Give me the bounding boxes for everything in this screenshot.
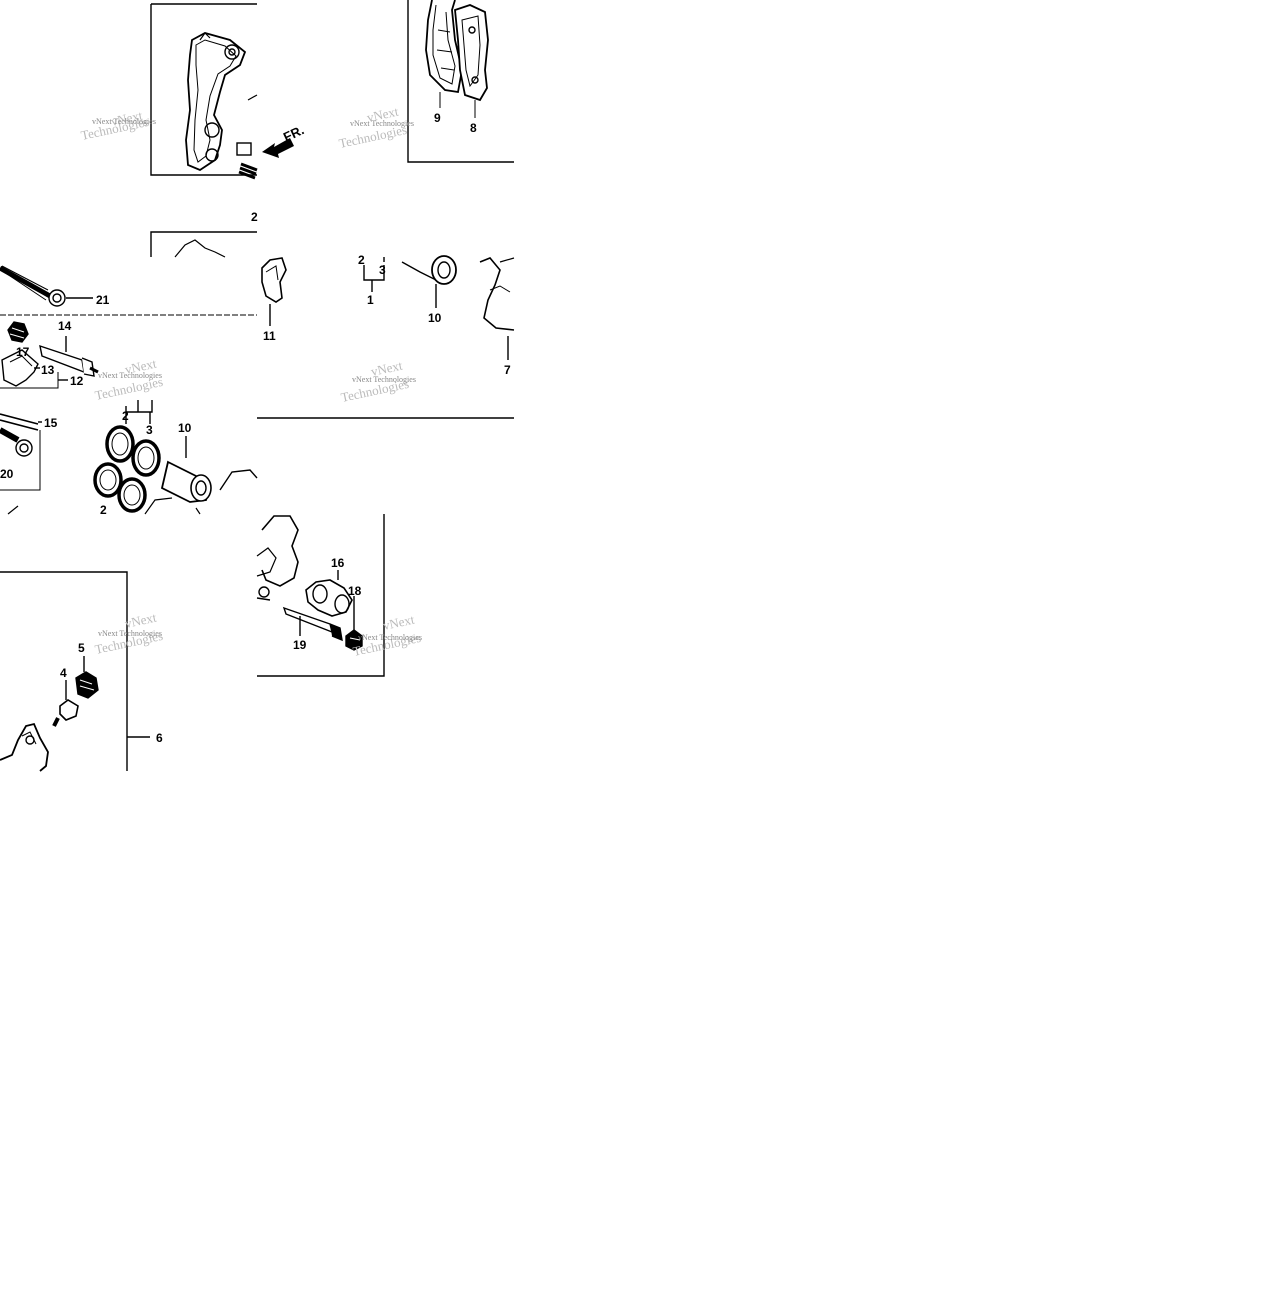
pad-spring-13 (1, 349, 40, 387)
callout-number: 9 (434, 111, 441, 125)
callout-number: 7 (504, 363, 511, 377)
callout-number: 14 (58, 319, 72, 333)
callout-number: 17 (16, 345, 30, 359)
callout-number: 18 (348, 584, 362, 598)
pin-bolt-19 (282, 606, 343, 642)
callout-number: 1 (367, 293, 374, 307)
tile-caliper-pins (0, 231, 258, 515)
pin-boot-18 (345, 596, 363, 651)
tile-brake-pads (407, 0, 514, 163)
svg-text:vNext: vNext (124, 356, 159, 377)
caliper-bracket (185, 32, 247, 172)
tile-pin-bushing (256, 514, 385, 677)
callout-number: 3 (146, 423, 153, 437)
svg-text:vNext: vNext (382, 612, 417, 633)
bolt-21 (0, 265, 93, 307)
callout-number: 10 (428, 311, 442, 325)
frame-line (0, 571, 128, 771)
bushing-16 (305, 570, 353, 617)
piston-10-center (401, 255, 457, 308)
callout-number: 4 (60, 666, 67, 680)
slide-pin-14 (39, 336, 99, 377)
callout-number: 2 (358, 253, 365, 267)
pad-clip-11 (261, 257, 287, 326)
svg-text:vNext: vNext (370, 358, 405, 379)
svg-text:vNext: vNext (110, 108, 145, 129)
caliper-body-corner (0, 722, 49, 772)
callout-number: 3 (379, 263, 386, 277)
callout-number: 8 (470, 121, 477, 135)
brake-pad-inner (425, 0, 463, 94)
callout-number: 21 (96, 293, 110, 307)
svg-text:vNext Technologies: vNext Technologies (98, 629, 162, 638)
piston-seals (93, 400, 161, 513)
brake-pad-outer (454, 4, 489, 102)
callout-number: 2 (251, 210, 258, 224)
tile-caddy-bracket (150, 3, 258, 180)
callout-number: 12 (70, 374, 84, 388)
callout-number: 11 (263, 329, 276, 343)
frame-line (150, 4, 257, 176)
svg-text:vNext: vNext (124, 610, 159, 631)
bolt-20 (0, 427, 41, 491)
pad-shim (256, 515, 299, 601)
bleeder-cap-5 (75, 656, 99, 699)
svg-text:vNext Technologies: vNext Technologies (352, 375, 416, 384)
callout-number: 5 (78, 641, 85, 655)
callout-number: 2 (122, 409, 129, 423)
bracket-bolt (236, 142, 258, 180)
svg-text:vNext Technologies: vNext Technologies (350, 119, 414, 128)
frame-line (407, 0, 514, 163)
pin-15 (0, 413, 42, 431)
callout-number: 19 (293, 638, 307, 652)
tile-bleeder (0, 571, 150, 772)
bleeder-screw-4 (52, 680, 79, 727)
svg-text:vNext Technologies: vNext Technologies (358, 633, 422, 642)
piston-10 (160, 436, 212, 503)
callout-number: 15 (44, 416, 58, 430)
callout-number: 20 (0, 467, 14, 481)
svg-text:vNext Technologies: vNext Technologies (92, 117, 156, 126)
callout-number: 6 (156, 731, 163, 745)
callout-number: 10 (178, 421, 192, 435)
callout-number: 16 (331, 556, 345, 570)
frame-line (150, 231, 257, 257)
tile-caliper-body (257, 255, 515, 419)
caliper-body-7 (479, 257, 515, 360)
svg-text:vNext: vNext (366, 104, 401, 125)
pin-boot-17 (7, 321, 29, 343)
callout-number: 13 (41, 363, 55, 377)
callout-number: 2 (100, 503, 107, 517)
frame-line (257, 514, 385, 677)
svg-text:vNext Technologies: vNext Technologies (98, 371, 162, 380)
